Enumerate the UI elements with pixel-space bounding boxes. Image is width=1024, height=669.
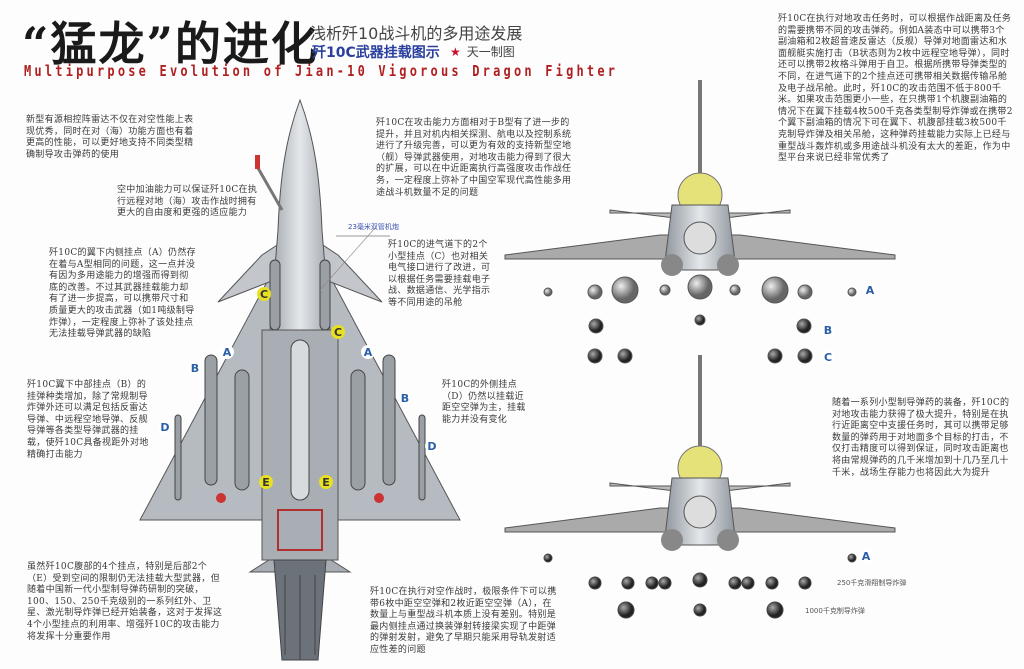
svg-text:C: C xyxy=(824,351,832,364)
svg-text:A: A xyxy=(862,550,871,563)
marker-e-right: E xyxy=(319,475,333,489)
text-hardpoint-c: 歼10C的进气道下的2个小型挂点（C）也对相关电气接口进行了改进，可以根据任务需… xyxy=(388,240,491,308)
marker-a-left: A xyxy=(220,345,234,359)
marker-c-left: C xyxy=(257,287,271,301)
hardpoint-markers: C C A A B B D D E E A B C A xyxy=(158,283,877,563)
credit-text: 天一制图 xyxy=(466,45,515,59)
text-hardpoint-d: 歼10C的外侧挂点（D）仍然以挂载近距空空弹为主，挂载能力并没有变化 xyxy=(442,380,526,425)
svg-text:E: E xyxy=(322,476,330,489)
svg-text:D: D xyxy=(427,440,436,453)
text-hardpoint-a: 歼10C的翼下内侧挂点（A）仍然存在着与A型相同的问题，这一点并没有因为多用途能… xyxy=(49,248,196,340)
svg-text:C: C xyxy=(334,326,342,339)
marker-d-right: D xyxy=(425,439,439,453)
svg-text:A: A xyxy=(223,346,232,359)
cannon-label: 23毫米双管机炮 xyxy=(348,223,399,231)
svg-text:B: B xyxy=(401,392,409,405)
text-hardpoint-b: 歼10C翼下中部挂点（B）的挂弹种类增加，除了常规制导炸弹外还可以满足包括反雷达… xyxy=(27,380,149,460)
text-radar: 新型有源相控阵雷达不仅在对空性能上表现优秀，同时在对（海）功能方面也有着更高的性… xyxy=(26,115,194,160)
svg-text:B: B xyxy=(191,362,199,375)
marker-a-front1: A xyxy=(863,283,877,297)
subtitle: 浅析歼10战斗机的多用途发展 xyxy=(310,24,523,43)
svg-text:B: B xyxy=(824,324,832,337)
svg-text:E: E xyxy=(262,476,270,489)
glide-bomb-label: 250千克滑翔制导炸弹 xyxy=(837,579,907,587)
english-title: Multipurpose Evolution of Jian-10 Vigoro… xyxy=(24,62,619,80)
marker-b-front1: B xyxy=(821,323,835,337)
text-attack: 歼10C在攻击能力方面相对于B型有了进一步的提升，并且对机内相关探测、航电以及控… xyxy=(376,118,572,198)
main-title: “猛龙”的进化 xyxy=(22,17,319,71)
weapons-title: 歼10C武器挂载图示 xyxy=(312,45,440,61)
credit: ★ 天一制图 xyxy=(450,43,515,60)
bomb-1000-label: 1000千克制导炸弹 xyxy=(805,607,865,615)
marker-c-front1: C xyxy=(821,350,835,364)
text-small-munitions: 随着一系列小型制导弹药的装备，歼10C的对地攻击能力获得了极大提升，特别是在执行… xyxy=(832,398,1010,478)
marker-b-left: B xyxy=(188,361,202,375)
marker-a-right: A xyxy=(361,345,375,359)
star-icon: ★ xyxy=(450,45,461,59)
text-ground-attack: 歼10C在执行对地攻击任务时，可以根据作战距离及任务的需要携带不同的攻击弹药。例… xyxy=(778,14,1013,164)
svg-text:C: C xyxy=(260,288,268,301)
front-view-aircraft-1 xyxy=(504,80,896,364)
svg-text:A: A xyxy=(866,284,875,297)
marker-d-left: D xyxy=(158,420,172,434)
marker-e-left: E xyxy=(259,475,273,489)
marker-c-right: C xyxy=(331,325,345,339)
marker-a-front2: A xyxy=(859,549,873,563)
svg-text:D: D xyxy=(160,421,169,434)
text-air-combat: 歼10C在执行对空作战时，极限条件下可以携带6枚中距空空弹和2枚近距空空弹（A）… xyxy=(370,587,557,655)
svg-text:A: A xyxy=(364,346,373,359)
top-view-aircraft xyxy=(139,98,461,661)
front-view-aircraft-2 xyxy=(504,355,896,619)
marker-b-right: B xyxy=(398,391,412,405)
text-refuel: 空中加油能力可以保证歼10C在执行远程对地（海）攻击作战时拥有更大的自由度和更强… xyxy=(117,185,258,219)
text-hardpoint-e: 虽然歼10C腹部的4个挂点，特别是后部2个（E）受到空间的限制仍无法挂载大型武器… xyxy=(27,562,223,642)
